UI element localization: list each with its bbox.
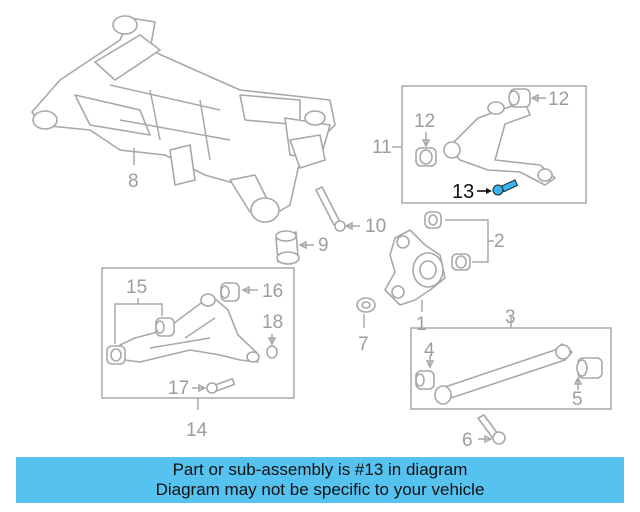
lateral-link[interactable] [434,343,573,405]
lower-control-arm[interactable] [119,293,260,363]
washer-part-7[interactable] [356,297,376,313]
subframe-part-8[interactable] [31,15,336,223]
callout-16: 16 [262,281,283,302]
callout-7: 7 [358,334,369,355]
bushing-15-right[interactable] [155,317,175,337]
banner-line-disclaimer: Diagram may not be specific to your vehi… [155,480,485,499]
bolt-part-10[interactable] [315,186,346,232]
clip-part-18[interactable] [266,345,278,359]
parts-diagram: 8 11 12 12 13 10 [31,15,612,451]
callout-12-right: 12 [548,89,569,110]
bushing-12-right[interactable] [508,88,531,108]
bushing-12-left[interactable] [415,147,437,167]
info-banner: Part or sub-assembly is #13 in diagram D… [16,457,624,503]
bushing-part-4[interactable] [415,370,435,390]
bushing-part-2-lower[interactable] [451,253,471,271]
bushing-part-2-upper[interactable] [424,211,442,229]
callout-13: 13 [452,181,474,203]
callout-17: 17 [168,378,189,399]
mount-part-9[interactable] [275,230,300,265]
bushing-part-5[interactable] [576,357,603,379]
banner-line-part: Part or sub-assembly is #13 in diagram [172,460,468,479]
bolt-part-6[interactable] [477,414,506,445]
group-box-11 [401,85,587,204]
callout-10: 10 [365,216,386,237]
callout-15: 15 [126,277,147,298]
callout-11: 11 [372,137,392,158]
bushing-15-left[interactable] [106,345,126,365]
callout-8: 8 [128,171,139,192]
callout-5: 5 [572,389,583,410]
bolt-part-17[interactable] [206,377,236,394]
callout-2: 2 [494,231,505,252]
callout-4: 4 [424,340,435,361]
bolt-part-13-highlighted[interactable] [492,179,519,196]
upper-control-arm[interactable] [443,101,556,186]
callout-12-left: 12 [414,111,435,132]
bushing-part-16[interactable] [220,282,240,302]
callout-6: 6 [462,430,473,451]
knuckle-part-1[interactable] [384,229,446,306]
callout-1: 1 [416,314,427,335]
callout-18: 18 [262,312,283,333]
callout-9: 9 [318,235,329,256]
callout-3: 3 [505,307,516,328]
callout-14: 14 [186,420,208,441]
